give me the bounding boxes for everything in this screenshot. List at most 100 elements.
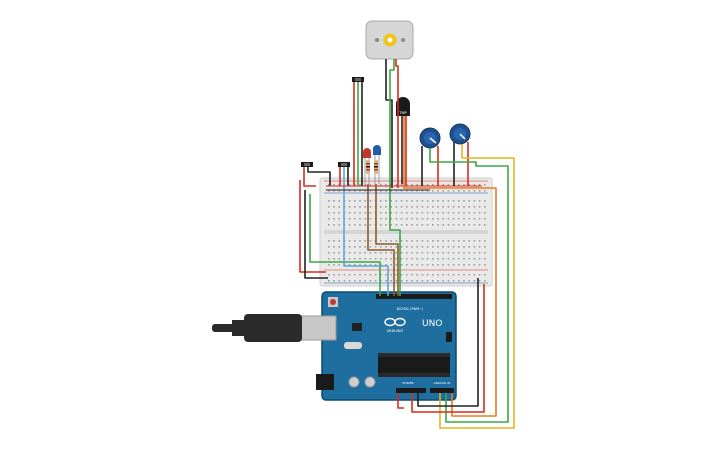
- breadboard-hole: [473, 218, 476, 220]
- breadboard-hole: [421, 190, 424, 192]
- wire-pot2-yellow-analog[interactable]: [439, 144, 515, 429]
- breadboard-hole: [452, 212, 455, 214]
- wire-power-short[interactable]: [397, 393, 404, 409]
- dc-motor[interactable]: [365, 20, 414, 60]
- breadboard-hole: [406, 190, 408, 192]
- breadboard-hole: [380, 200, 382, 202]
- wire-motor-red[interactable]: [395, 59, 399, 188]
- breadboard[interactable]: [319, 177, 493, 287]
- reset-button[interactable]: [330, 299, 336, 305]
- usb-connector[interactable]: [212, 314, 337, 342]
- breadboard-hole: [395, 200, 398, 202]
- potentiometer-1[interactable]: [419, 127, 441, 149]
- breadboard-hole: [426, 224, 429, 226]
- arduino-board[interactable]: DIGITAL (PWM~) ARDUINO UNO POWER ANALOG …: [316, 291, 457, 401]
- breadboard-hole: [390, 190, 392, 192]
- breadboard-hole: [452, 218, 455, 220]
- breadboard-hole: [421, 212, 424, 214]
- breadboard-hole: [473, 258, 476, 260]
- breadboard-hole: [437, 206, 439, 208]
- breadboard-hole: [374, 246, 377, 248]
- breadboard-hole: [478, 274, 481, 276]
- breadboard-hole: [416, 240, 418, 242]
- breadboard-hole: [442, 224, 444, 226]
- breadboard-hole: [385, 206, 387, 208]
- breadboard-hole: [369, 206, 372, 208]
- breadboard-hole: [421, 224, 424, 226]
- resistor-1[interactable]: [366, 160, 370, 174]
- motor-screw-left: [375, 38, 379, 42]
- breadboard-hole: [338, 252, 340, 254]
- wire-motor-black[interactable]: [385, 59, 393, 188]
- wire-left-red-rail[interactable]: [299, 180, 326, 273]
- breadboard-hole: [369, 200, 372, 202]
- wire-button2-black[interactable]: [307, 167, 331, 186]
- breadboard-hole: [406, 206, 408, 208]
- breadboard-hole: [478, 264, 481, 266]
- wire-pot1-green-analog[interactable]: [429, 148, 509, 423]
- breadboard-hole: [458, 184, 460, 186]
- brand-label: ARDUINO: [387, 329, 404, 333]
- breadboard-hole: [416, 252, 418, 254]
- resistor-2[interactable]: [374, 160, 378, 174]
- breadboard-hole: [447, 184, 450, 186]
- potentiometer-2-indicator: [459, 133, 466, 140]
- breadboard-hole: [333, 224, 335, 226]
- wire-motor-green[interactable]: [389, 59, 401, 296]
- pushbutton-1[interactable]: [352, 77, 364, 82]
- wire-led-brown-2[interactable]: [375, 184, 399, 296]
- breadboard-hole: [354, 190, 356, 192]
- breadboard-hole: [406, 258, 408, 260]
- sensor-label: TMP: [398, 111, 406, 115]
- breadboard-hole: [442, 206, 444, 208]
- breadboard-hole: [354, 212, 356, 214]
- breadboard-hole: [468, 252, 470, 254]
- breadboard-hole: [354, 252, 356, 254]
- wire-button2-green[interactable]: [309, 194, 381, 296]
- breadboard-hole: [328, 280, 330, 282]
- temperature-sensor[interactable]: TMP: [396, 97, 410, 116]
- breadboard-hole: [437, 280, 439, 282]
- breadboard-hole: [333, 190, 335, 192]
- breadboard-hole: [442, 240, 444, 242]
- breadboard-hole: [478, 224, 481, 226]
- breadboard-hole: [359, 280, 361, 282]
- breadboard-hole: [348, 200, 351, 202]
- breadboard-hole: [442, 280, 444, 282]
- breadboard-hole: [473, 206, 476, 208]
- breadboard-hole: [468, 224, 470, 226]
- wire-gnd-power[interactable]: [417, 278, 479, 407]
- wire-5v-power[interactable]: [411, 284, 485, 413]
- breadboard-hole: [426, 200, 429, 202]
- breadboard-holes: [328, 184, 486, 282]
- breadboard-hole: [400, 224, 403, 226]
- wires: [299, 59, 515, 429]
- breadboard-hole: [395, 218, 398, 220]
- breadboard-hole: [452, 274, 455, 276]
- breadboard-hole: [478, 218, 481, 220]
- breadboard-hole: [395, 224, 398, 226]
- wire-left-black-rail[interactable]: [304, 190, 328, 279]
- blue-led[interactable]: [373, 145, 381, 184]
- analog-header-label: ANALOG IN: [434, 381, 451, 385]
- breadboard-hole: [473, 224, 476, 226]
- wire-button2-red[interactable]: [303, 167, 316, 187]
- breadboard-hole: [437, 264, 439, 266]
- breadboard-hole: [478, 240, 481, 242]
- breadboard-hole: [421, 274, 424, 276]
- breadboard-hole: [468, 246, 470, 248]
- breadboard-hole: [421, 240, 424, 242]
- resistor-2-band-3: [374, 169, 378, 171]
- breadboard-hole: [411, 212, 413, 214]
- pushbutton-3[interactable]: [338, 162, 350, 167]
- breadboard-hole: [463, 258, 465, 260]
- breadboard-hole: [478, 200, 481, 202]
- pushbutton-2[interactable]: [301, 162, 313, 167]
- breadboard-hole: [426, 184, 429, 186]
- wire-blue-to-arduino[interactable]: [343, 262, 389, 296]
- wire-led-brown-1[interactable]: [367, 184, 395, 296]
- potentiometer-2[interactable]: [449, 123, 471, 145]
- breadboard-hole: [406, 224, 408, 226]
- breadboard-hole: [390, 274, 392, 276]
